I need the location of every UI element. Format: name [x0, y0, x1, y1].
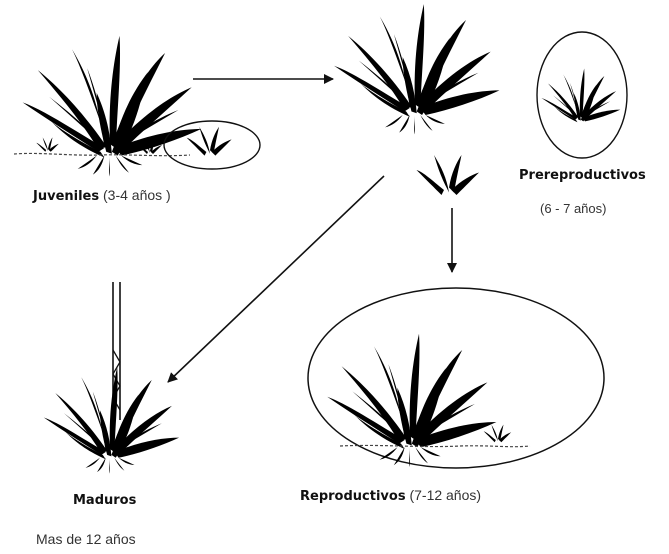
small-offset-illustration: [417, 155, 480, 195]
reproductivos-name: Reproductivos: [300, 489, 406, 504]
juveniles-range: (3-4 años ): [103, 187, 171, 203]
maduros-range: Mas de 12 años: [36, 531, 136, 547]
reproductivos-label: Reproductivos (7-12 años): [300, 487, 481, 504]
reproductivos-plant-illustration: [327, 334, 530, 467]
prereproductivos-name: Prereproductivos: [519, 168, 646, 183]
juveniles-label: Juveniles (3-4 años ): [33, 187, 171, 204]
maduros-plant-illustration: [44, 282, 179, 474]
prereproductivos-name-label: Prereproductivos: [519, 166, 646, 183]
juveniles-plant-illustration: [14, 36, 201, 177]
juveniles-name: Juveniles: [33, 189, 99, 204]
maduros-name-label: Maduros: [73, 491, 136, 508]
prereproductivos-range: (6 - 7 años): [540, 201, 606, 216]
maduros-name: Maduros: [73, 493, 136, 508]
prereproductivos-plant-illustration: [541, 68, 620, 122]
reproductivos-range: (7-12 años): [409, 487, 481, 503]
center-plant-illustration: [334, 4, 499, 134]
arrow-center-to-maduros: [168, 176, 384, 382]
